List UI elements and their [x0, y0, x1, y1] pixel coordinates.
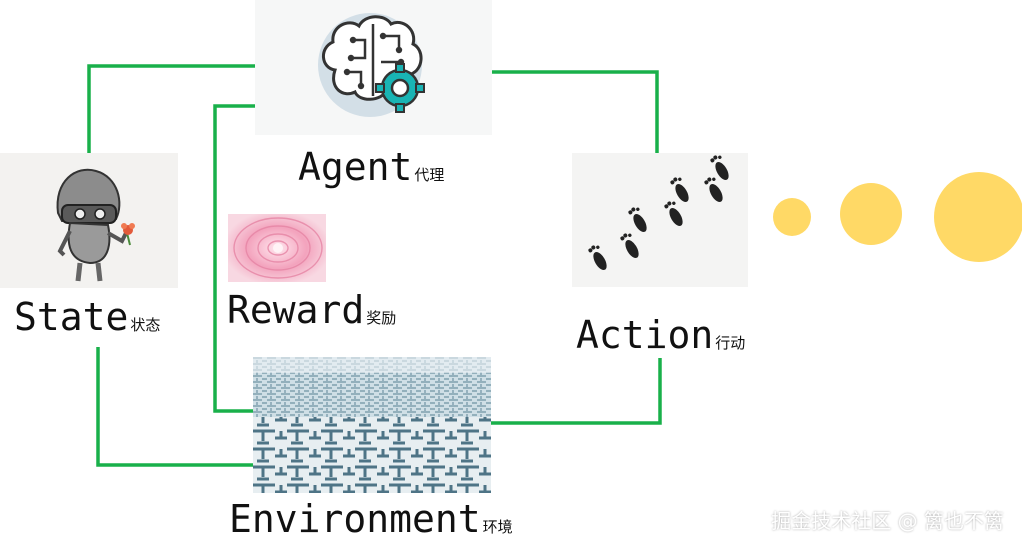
agent-title: Agent: [298, 145, 413, 189]
action-title: Action: [576, 313, 714, 357]
brain-gear-icon: [318, 13, 425, 117]
environment-title: Environment: [229, 497, 481, 541]
action-subtitle: 行动: [715, 334, 746, 352]
watermark: 掘金技术社区 @ 篱也不篱: [771, 509, 1004, 533]
state-subtitle: 状态: [130, 316, 161, 334]
action-image: [572, 153, 748, 287]
connector-agent-environment: [213, 104, 255, 413]
connector-state-environment: [96, 347, 255, 467]
environment-image: [253, 357, 491, 493]
agent-image: [255, 0, 492, 135]
footprints-icon: [588, 155, 729, 271]
connector-action-environment: [490, 358, 662, 425]
maze-image: [253, 357, 491, 493]
state-image: [0, 153, 178, 288]
environment-subtitle: 环境: [482, 518, 513, 536]
robot-holding-flower-icon: [56, 168, 135, 282]
connector-agent-action: [488, 70, 659, 154]
agent-subtitle: 代理: [414, 166, 445, 184]
reward-title: Reward: [227, 288, 365, 332]
pink-flower-image: [228, 214, 326, 282]
reward-subtitle: 奖励: [366, 309, 397, 327]
connector-agent-state: [87, 64, 255, 153]
reward-image: [228, 214, 326, 282]
state-title: State: [14, 295, 129, 339]
